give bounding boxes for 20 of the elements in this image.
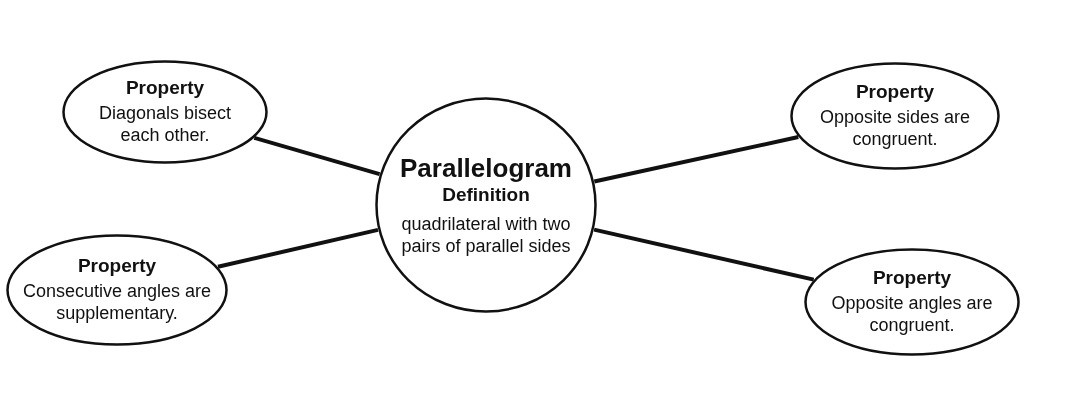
property-text: Diagonals bisect each other. (97, 103, 233, 147)
definition-heading: Definition (442, 183, 530, 206)
property-ellipse (790, 62, 1000, 170)
property-heading: Property (872, 267, 952, 290)
property-ellipse (62, 60, 268, 164)
connector-line (593, 135, 799, 184)
property-heading: Property (125, 77, 205, 100)
property-text: Opposite angles are congruent. (830, 293, 994, 337)
property-ellipse (6, 234, 228, 346)
property-heading: Property (855, 81, 935, 104)
connector-line (593, 227, 815, 282)
definition-text: quadrilateral with two pairs of parallel sides (400, 213, 572, 258)
connector-line (217, 227, 379, 269)
property-heading: Property (77, 255, 157, 278)
property-text: Consecutive angles are supplementary. (22, 281, 212, 325)
definition-ellipse (375, 97, 597, 313)
property-ellipse (804, 248, 1020, 356)
property-text: Opposite sides are congruent. (818, 107, 972, 151)
term-title: Parallelogram (400, 152, 572, 184)
connector-line (253, 135, 381, 177)
